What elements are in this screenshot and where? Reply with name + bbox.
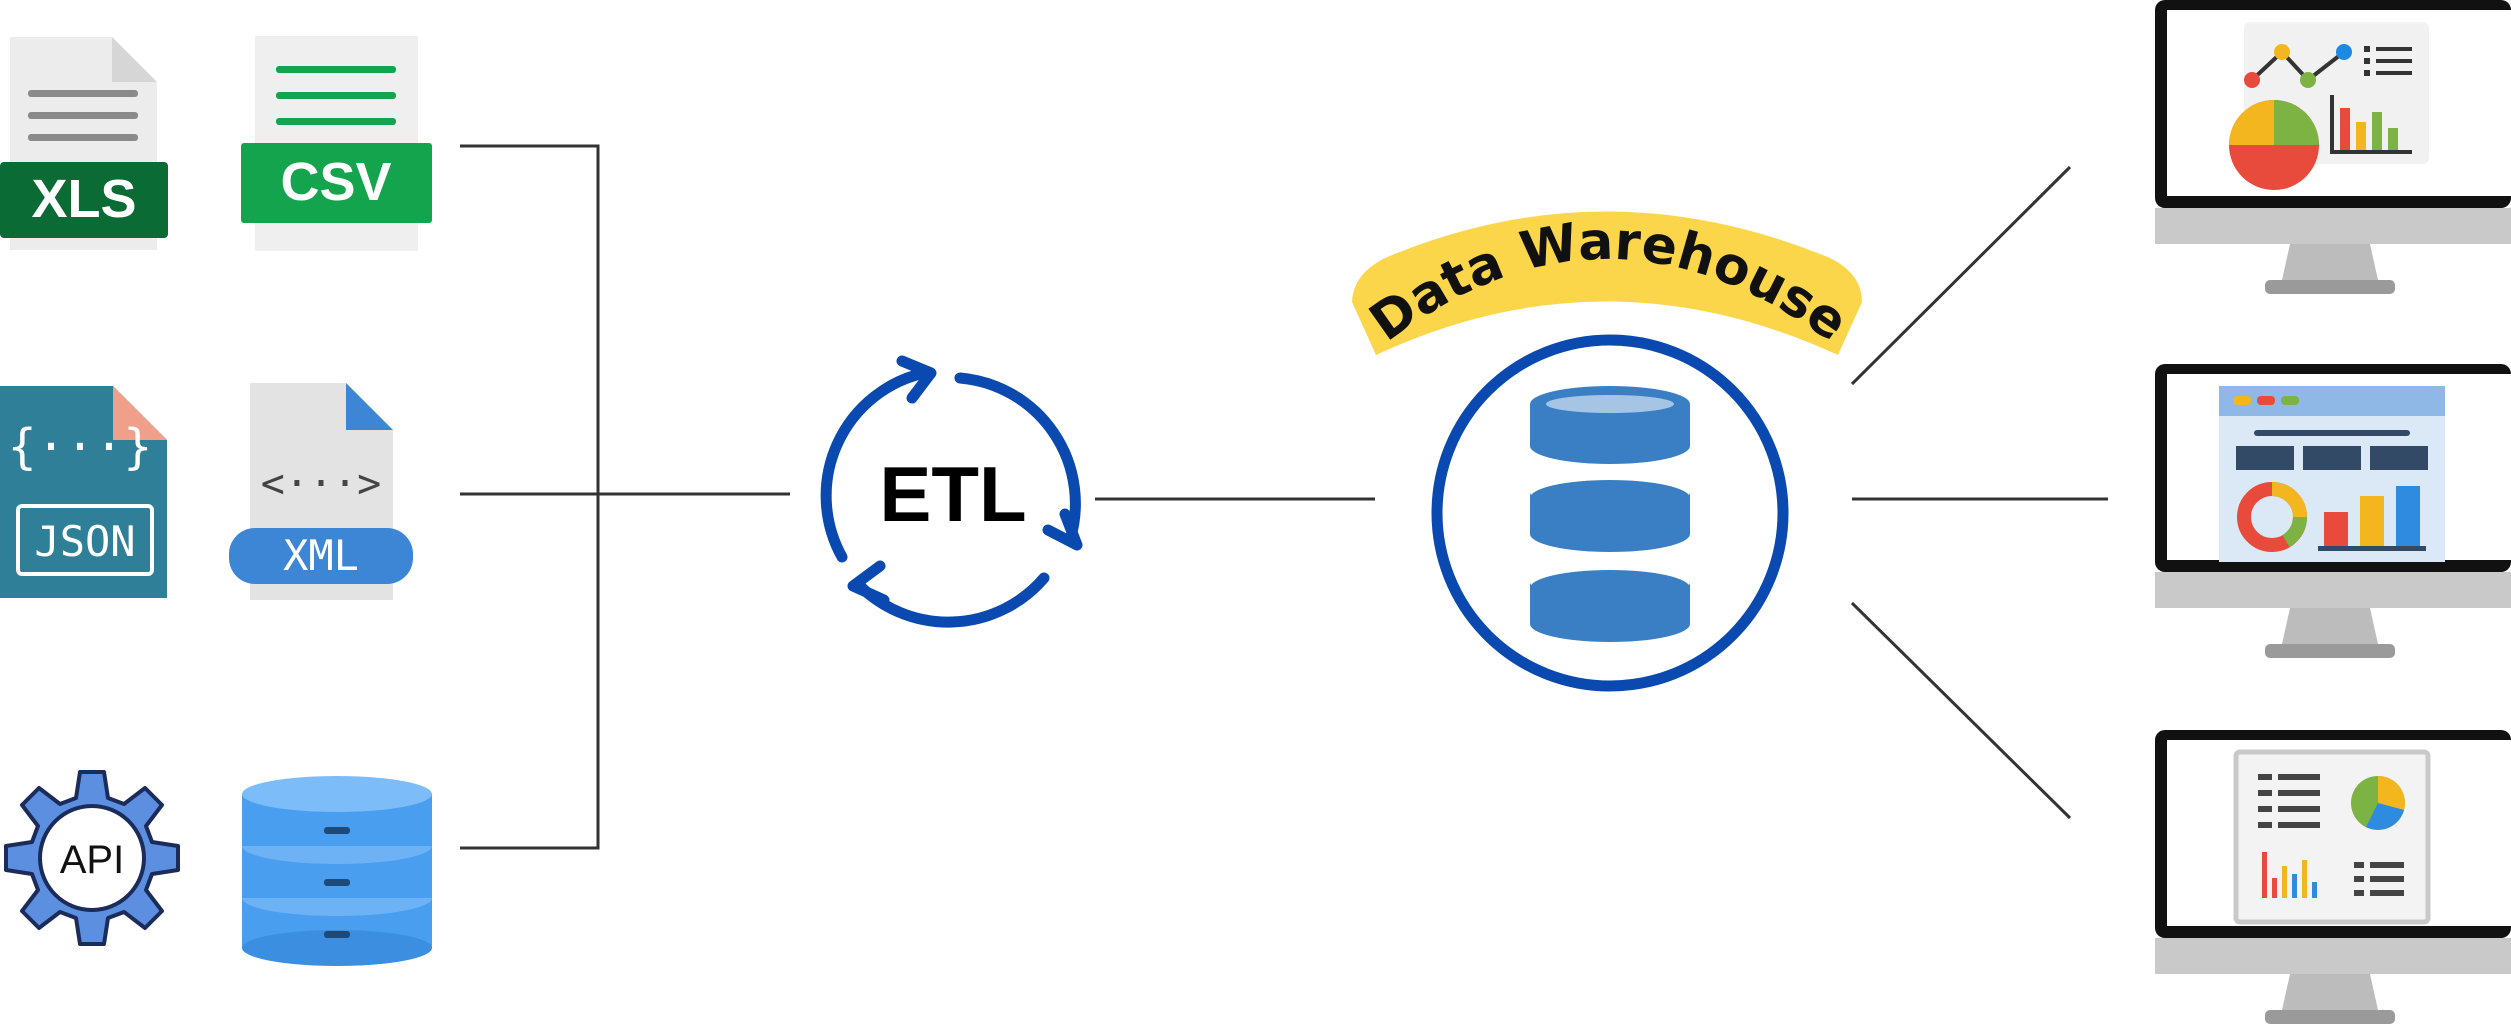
connector-lines (460, 144, 2108, 850)
dashboard-monitor-2 (2155, 364, 2511, 658)
xml-file-icon: <···> XML (229, 383, 413, 600)
api-gear-icon: API (4, 770, 180, 946)
xml-bracket-glyph: <···> (261, 461, 381, 507)
csv-file-icon: CSV (241, 36, 432, 251)
source-bracket-line (460, 144, 600, 850)
data-warehouse-banner (1352, 211, 1862, 355)
json-file-icon: {···} JSON (0, 386, 167, 598)
xls-label: XLS (31, 169, 136, 229)
json-brace-glyph: {···} (8, 419, 153, 475)
warehouse-to-dashboard-1-line (1850, 165, 2072, 386)
dashboard-monitor-1 (2155, 0, 2511, 294)
api-label: API (60, 838, 124, 882)
warehouse-database-icon (1431, 334, 1789, 692)
json-label: JSON (34, 517, 135, 566)
csv-label: CSV (280, 152, 391, 212)
xml-label: XML (283, 531, 359, 580)
etl-cycle-icon (820, 355, 1083, 628)
etl-label: ETL (879, 450, 1026, 538)
dashboard-monitor-3 (2155, 730, 2511, 1024)
warehouse-to-dashboard-3-line (1850, 601, 2072, 820)
xls-file-icon: XLS (0, 37, 168, 250)
source-database-icon (242, 776, 432, 966)
